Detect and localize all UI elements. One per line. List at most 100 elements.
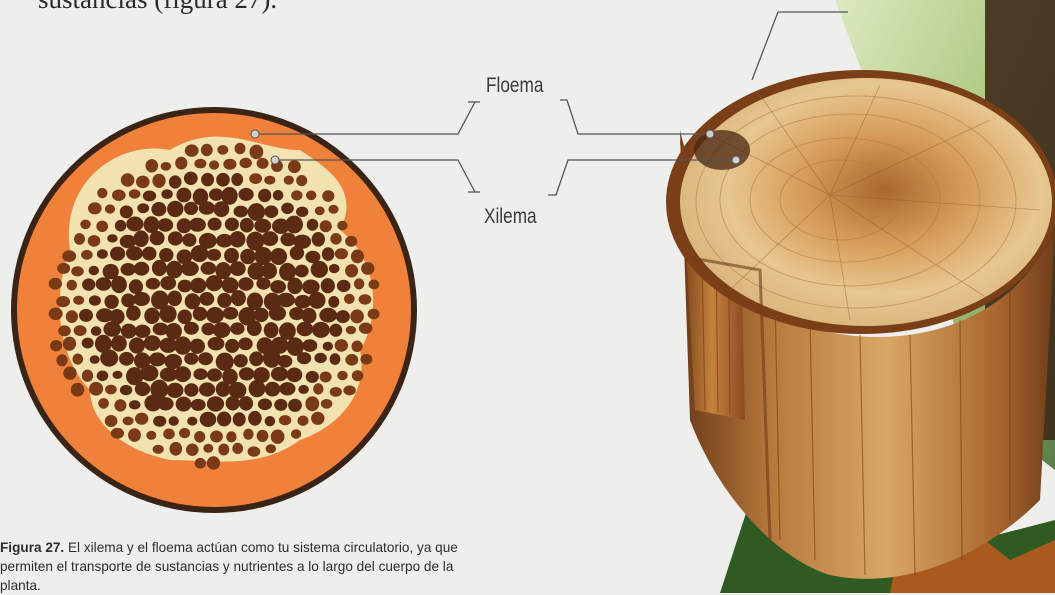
xylem-cell bbox=[168, 291, 182, 307]
xylem-cell bbox=[263, 349, 281, 368]
xylem-cell bbox=[269, 306, 286, 321]
xylem-cell bbox=[213, 322, 231, 338]
xylem-cell bbox=[190, 278, 206, 293]
tree-stump bbox=[666, 70, 1055, 579]
xylem-cell bbox=[82, 338, 94, 349]
xylem-cell bbox=[206, 275, 223, 291]
xylem-cell bbox=[281, 203, 294, 214]
xylem-cell bbox=[230, 231, 246, 247]
xylem-cell bbox=[153, 445, 164, 454]
xylem-cell bbox=[302, 339, 317, 352]
xylem-cell bbox=[126, 246, 143, 260]
xylem-cell bbox=[201, 262, 217, 275]
xylem-cell bbox=[262, 263, 277, 279]
xylem-cell bbox=[314, 353, 326, 363]
xylem-cell bbox=[306, 371, 319, 383]
xylem-cell bbox=[97, 371, 109, 382]
xylem-cell bbox=[105, 204, 115, 213]
xylem-cell bbox=[233, 412, 246, 426]
xylem-cell bbox=[264, 322, 279, 338]
xylem-cell bbox=[216, 381, 231, 397]
xylem-cell bbox=[146, 431, 156, 440]
xylem-cell bbox=[285, 216, 303, 234]
xylem-cell bbox=[223, 159, 236, 170]
xylem-cell bbox=[271, 367, 288, 381]
xylem-cell bbox=[337, 371, 347, 380]
xylem-cell bbox=[354, 278, 364, 289]
xylem-cell bbox=[243, 429, 253, 440]
xylem-cell bbox=[248, 411, 262, 426]
xylem-cell bbox=[329, 324, 342, 337]
xylem-cell bbox=[140, 365, 158, 381]
xylem-cell bbox=[361, 262, 374, 275]
xylem-cell bbox=[88, 202, 102, 214]
xylem-cell bbox=[359, 323, 373, 334]
xylem-cell bbox=[278, 355, 293, 368]
xylem-cell bbox=[128, 428, 141, 442]
xylem-cell bbox=[224, 248, 239, 263]
xylem-cell bbox=[49, 278, 62, 290]
xylem-cell bbox=[258, 399, 272, 411]
xylem-cell bbox=[198, 352, 213, 365]
xylem-cell bbox=[229, 382, 247, 399]
xylem-cell bbox=[119, 352, 134, 366]
xylem-cell bbox=[291, 190, 302, 200]
xylem-cell bbox=[97, 249, 108, 258]
xylem-cell bbox=[49, 308, 63, 321]
xylem-cell bbox=[208, 218, 222, 231]
xylem-cell bbox=[291, 429, 301, 439]
xylem-cell bbox=[167, 201, 183, 217]
xylem-cell bbox=[107, 234, 118, 242]
xylem-cell bbox=[216, 173, 230, 187]
xylem-cell bbox=[133, 292, 150, 306]
xylem-cell bbox=[234, 354, 248, 367]
xylem-cell bbox=[313, 383, 323, 394]
xylem-cell bbox=[345, 354, 358, 366]
xylem-cell bbox=[151, 202, 166, 216]
xylem-cell bbox=[311, 412, 324, 425]
xylem-cell bbox=[249, 173, 262, 184]
xylem-cell bbox=[231, 173, 243, 186]
xylem-cell bbox=[63, 337, 76, 351]
xylem-cell bbox=[105, 385, 117, 395]
xylem-cell bbox=[248, 203, 265, 221]
xylem-cell bbox=[161, 189, 172, 199]
xylem-cell bbox=[123, 417, 134, 426]
xylem-cell bbox=[203, 444, 213, 453]
xylem-cell bbox=[295, 295, 312, 309]
xylem-cell bbox=[297, 352, 311, 364]
xylem-cell bbox=[296, 175, 307, 186]
xylem-cell bbox=[297, 322, 314, 336]
xylem-cell bbox=[247, 320, 262, 336]
xylem-cell bbox=[296, 207, 308, 217]
xylem-cell bbox=[359, 294, 372, 304]
xylem-cell bbox=[345, 236, 357, 247]
xylem-cell bbox=[50, 340, 62, 351]
xylem-cell bbox=[126, 217, 143, 232]
xylem-cell bbox=[137, 203, 149, 213]
xylem-cell bbox=[250, 145, 264, 160]
xylem-cell bbox=[120, 205, 133, 218]
xylem-cell bbox=[74, 325, 87, 336]
xylem-cell bbox=[164, 354, 182, 369]
xylem-cell bbox=[208, 337, 225, 351]
xylem-cell bbox=[126, 306, 141, 321]
xylem-cell bbox=[71, 266, 84, 276]
xylem-cell bbox=[266, 444, 276, 453]
xylem-cell bbox=[96, 277, 112, 290]
xylem-cell bbox=[302, 308, 317, 324]
xylem-cell bbox=[160, 276, 176, 290]
xylem-cell bbox=[182, 233, 196, 247]
xylem-cell bbox=[121, 294, 135, 308]
xylem-cell bbox=[346, 326, 356, 335]
xylem-cell bbox=[57, 263, 70, 274]
xylem-cell bbox=[158, 218, 174, 232]
xylem-label: Xilema bbox=[484, 205, 537, 229]
xylem-cell bbox=[235, 143, 246, 154]
xylem-cell bbox=[187, 417, 197, 426]
xylem-cell bbox=[149, 352, 166, 366]
xylem-cell bbox=[111, 428, 124, 439]
xylem-cell bbox=[321, 278, 335, 293]
xylem-cell bbox=[153, 416, 166, 427]
xylem-cell bbox=[176, 188, 191, 203]
